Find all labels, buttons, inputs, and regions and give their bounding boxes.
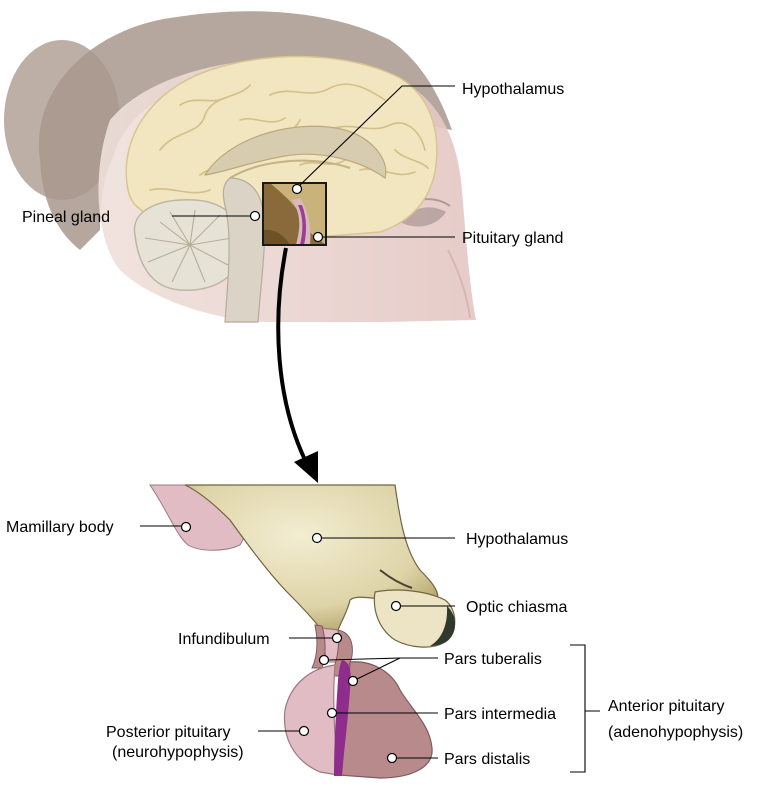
- label-infundibulum: Infundibulum: [178, 631, 270, 648]
- head-illustration: [4, 11, 476, 323]
- corpus-callosum: [203, 125, 387, 179]
- pituitary-detail: [149, 484, 456, 779]
- anterior-bracket: [570, 644, 600, 773]
- label-hypothalamus-top: Hypothalamus: [462, 81, 564, 98]
- mamillary-marker: [180, 521, 192, 533]
- label-pituitary-gland: Pituitary gland: [462, 230, 563, 247]
- hypothalamus-marker-top: [291, 183, 303, 195]
- label-pineal-gland: Pineal gland: [22, 209, 110, 226]
- inset-box: [262, 182, 327, 246]
- pars-distalis-marker: [386, 752, 398, 764]
- posterior-pituitary-marker: [298, 725, 310, 737]
- label-hypothalamus-bottom: Hypothalamus: [466, 531, 568, 548]
- label-posterior-pituitary-line2: (neurohypophysis): [112, 744, 244, 761]
- label-anterior-pituitary-line2: (adenohypophysis): [608, 724, 743, 741]
- posterior-pituitary-tissue: [283, 664, 339, 776]
- label-anterior-pituitary-line1: Anterior pituitary: [608, 698, 725, 715]
- zoom-arrow: [276, 247, 318, 483]
- inset-detail: [263, 183, 326, 245]
- label-pars-distalis: Pars distalis: [444, 751, 530, 768]
- cerebellum: [133, 199, 243, 291]
- brainstem: [222, 177, 266, 323]
- pars-tuberalis-marker-a: [318, 654, 330, 666]
- label-pars-intermedia: Pars intermedia: [444, 706, 556, 723]
- pineal-marker: [249, 210, 261, 222]
- bottom-labels: Mamillary body Hypothalamus Optic chiasm…: [6, 519, 743, 773]
- hypothalamus-marker-bottom: [311, 532, 323, 544]
- infundibulum-marker: [331, 632, 343, 644]
- pars-tuberalis-marker-b: [347, 675, 359, 687]
- label-pars-tuberalis: Pars tuberalis: [444, 651, 542, 668]
- label-optic-chiasma: Optic chiasma: [466, 599, 567, 616]
- label-posterior-pituitary-line1: Posterior pituitary: [106, 724, 231, 741]
- pars-intermedia-tissue: [334, 660, 351, 776]
- top-labels: Hypothalamus Pineal gland Pituitary glan…: [22, 81, 564, 247]
- label-mamillary-body: Mamillary body: [6, 519, 114, 536]
- pituitary-marker: [312, 231, 324, 243]
- optic-chiasma-marker: [390, 600, 402, 612]
- pars-intermedia-marker: [326, 707, 338, 719]
